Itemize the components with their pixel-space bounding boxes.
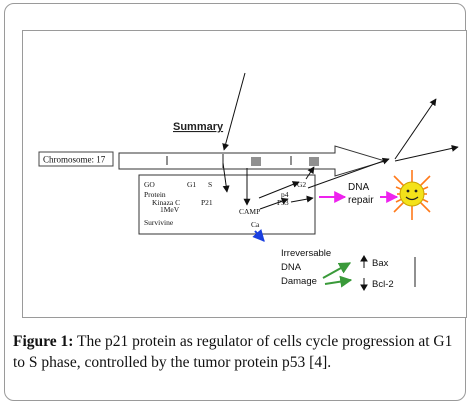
chromosome-label: Chromosome: 17: [43, 155, 106, 165]
caption-label: Figure 1:: [13, 333, 74, 350]
bcl2-label: Bcl-2: [372, 279, 394, 290]
timeline-ticks: [166, 154, 319, 168]
arrow-g1-to-p21: [222, 162, 230, 193]
sun-icon: [393, 170, 431, 220]
summary-title: Summary: [173, 121, 224, 133]
chromosome-box: [38, 151, 114, 167]
phase-g1: G1: [187, 180, 196, 189]
arrow-camp-to-p53: [259, 197, 289, 210]
arrow-sun-right: [394, 144, 459, 162]
irreversable-line3: Damage: [281, 276, 317, 287]
arrow-p53-right: [290, 195, 314, 203]
survivine-label: Survivine: [144, 218, 174, 227]
irreversable-line1: Irreversable: [281, 248, 331, 259]
cell-cycle-diagram: Summary Chromosome: 17 GO G1: [38, 72, 459, 291]
arrow-box-to-sun: [307, 157, 390, 189]
arrow-sun-up: [394, 98, 437, 160]
phase-g0: GO: [144, 180, 155, 189]
phase-g2: G2: [297, 180, 306, 189]
arrow-top-to-timeline: [222, 72, 246, 151]
mev-label: 1MeV: [160, 205, 180, 214]
protein-label: Protein: [144, 190, 166, 199]
bcl2-down-icon: [360, 278, 368, 291]
blue-damage-arrow: [252, 228, 265, 242]
green-arrow-bcl2: [324, 275, 353, 288]
camp-label: CAMP: [239, 207, 260, 216]
dna-repair-line1: DNA: [348, 182, 369, 193]
arrow-p53-to-g2: [258, 181, 300, 199]
irreversable-line2: DNA: [281, 262, 302, 273]
kinaza-label: Kinaza C: [152, 198, 180, 207]
phase-s: S: [208, 180, 212, 189]
signal-arrows: [222, 72, 459, 210]
dna-repair-line2: repair: [348, 195, 374, 206]
bax-label: Bax: [372, 258, 389, 269]
figure-caption: Figure 1: The p21 protein as regulator o…: [13, 331, 461, 373]
green-arrow-bax: [322, 262, 352, 279]
arrow-g2-to-timeline: [305, 166, 315, 180]
bax-up-icon: [360, 255, 368, 268]
ca-label: Ca: [251, 220, 260, 229]
caption-text: The p21 protein as regulator of cells cy…: [13, 333, 453, 371]
figure-panel: Summary Chromosome: 17 GO G1: [22, 30, 467, 318]
p21-label: P21: [201, 198, 213, 207]
p4-label: p4: [281, 190, 289, 199]
protein-box: [138, 174, 316, 235]
